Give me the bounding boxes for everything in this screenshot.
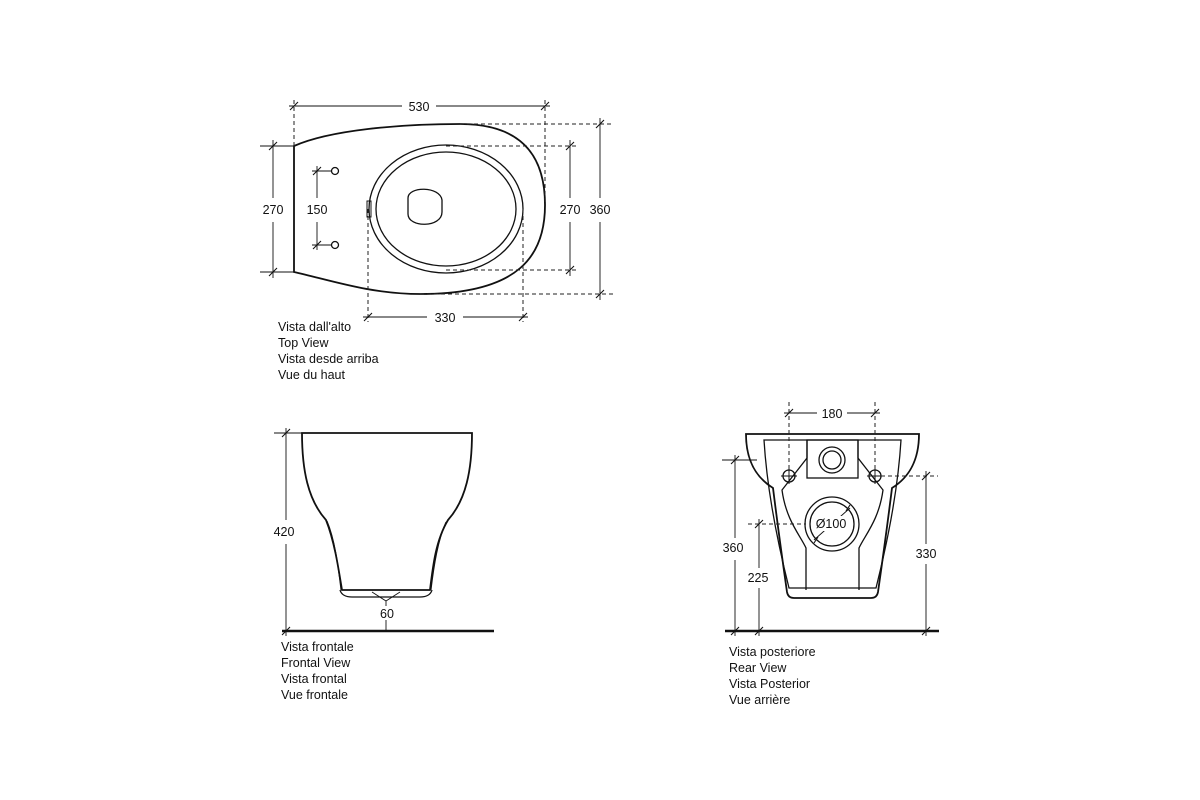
top-view-fixing-hole-top — [330, 166, 340, 176]
rear-view-caption: Vista posteriore Rear View Vista Posteri… — [729, 644, 816, 708]
rear-view-outer-shell — [745, 433, 920, 599]
top-view-bowl-rim — [368, 144, 524, 274]
top-view-outline — [293, 123, 546, 295]
caption-line: Vista Posterior — [729, 677, 811, 691]
front-view-caption: Vista frontale Frontal View Vista fronta… — [281, 639, 354, 703]
caption-line: Vista posteriore — [729, 645, 816, 659]
rear-view-outlet-inner — [809, 501, 855, 547]
top-view-drain — [407, 188, 443, 225]
caption-line: Vista frontal — [281, 672, 347, 686]
rear-view-inlet-outer — [818, 446, 846, 474]
dim-outlet-diameter: Ø100 — [816, 517, 847, 531]
dim-150: 150 — [307, 203, 328, 217]
caption-line: Frontal View — [281, 656, 351, 670]
caption-line: Vista dall'alto — [278, 320, 352, 334]
dim-225: 225 — [748, 571, 769, 585]
front-view: 420 60 — [274, 428, 494, 636]
caption-line: Top View — [278, 336, 329, 350]
top-view: 530 270 150 270 360 — [260, 100, 614, 325]
dim-360-top: 360 — [590, 203, 611, 217]
top-view-rim-notch — [366, 200, 372, 218]
rear-view-channel — [781, 440, 884, 590]
caption-line: Vista desde arriba — [278, 352, 379, 366]
front-view-outline — [301, 432, 473, 591]
dim-60: 60 — [380, 607, 394, 621]
rear-view: Ø100 180 360 225 330 — [722, 402, 939, 636]
dim-270-left: 270 — [263, 203, 284, 217]
top-view-bowl-inner — [375, 151, 517, 267]
front-view-right-inner-line — [430, 521, 447, 591]
rear-view-inner-frame — [763, 439, 902, 589]
dim-330-rear: 330 — [916, 547, 937, 561]
top-view-caption: Vista dall'alto Top View Vista desde arr… — [278, 319, 379, 383]
dim-330-top: 330 — [435, 311, 456, 325]
front-view-left-inner-line — [326, 520, 342, 591]
front-view-base — [339, 589, 433, 598]
dim-180: 180 — [822, 407, 843, 421]
dim-360-rear: 360 — [723, 541, 744, 555]
dim-270-right: 270 — [560, 203, 581, 217]
rear-view-inlet-box — [806, 439, 859, 479]
caption-line: Vue frontale — [281, 688, 348, 702]
caption-line: Vista frontale — [281, 640, 354, 654]
dim-420: 420 — [274, 525, 295, 539]
top-view-fixing-hole-bottom — [330, 240, 340, 250]
caption-line: Vue du haut — [278, 368, 345, 382]
rear-view-inlet-inner — [822, 450, 842, 470]
caption-line: Vue arrière — [729, 693, 791, 707]
dim-530: 530 — [409, 100, 430, 114]
caption-line: Rear View — [729, 661, 787, 675]
